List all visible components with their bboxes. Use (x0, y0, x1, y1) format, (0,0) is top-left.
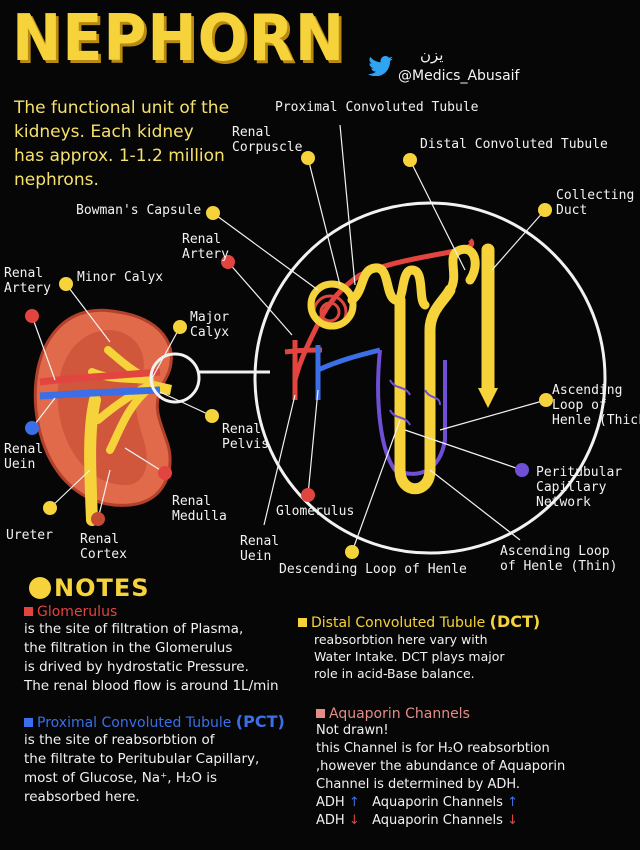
label-dots (25, 151, 553, 599)
label-renal-artery-left: Renal Artery (4, 266, 51, 296)
blue-square-icon (24, 718, 33, 727)
label-renal-pelvis: Renal Pelvis (222, 422, 269, 452)
note-aquaporin: Aquaporin Channels Not drawn! this Chann… (316, 706, 634, 830)
note-dct-title: Distal Convoluted Tubule (DCT) (298, 612, 628, 631)
label-minor-calyx: Minor Calyx (77, 270, 164, 285)
label-renal-vein-bottom: Renal Uein (240, 534, 280, 564)
author-handle: @Medics_Abusaif (398, 68, 520, 84)
twitter-bird-icon (368, 56, 393, 76)
intro-line-1: The functional unit of the (14, 98, 230, 118)
label-ascending-thick: Ascending Loop of Henle (Thick) (552, 383, 640, 428)
note-dct: Distal Convoluted Tubule (DCT) reabsorbt… (298, 612, 628, 682)
yellow-square-icon (298, 618, 307, 627)
intro-line-3: has approx. 1-1.2 million nephrons. (14, 146, 225, 190)
label-glomerulus: Glomerulus (276, 504, 355, 519)
label-peritubular: Peritubular Capillary Network (536, 465, 623, 510)
label-bowmans-capsule: Bowman's Capsule (76, 203, 202, 218)
page-title: NEPHORN (12, 2, 346, 76)
label-descending-loop: Descending Loop of Henle (279, 562, 467, 577)
note-dct-body: reabsorbtion here vary with Water Intake… (314, 632, 505, 681)
leader-lines (31, 124, 547, 553)
note-aquaporin-body: Not drawn! this Channel is for H₂O reabs… (316, 722, 634, 830)
label-renal-vein-left: Renal Uein (4, 442, 44, 472)
label-collecting-duct: Collecting Duct (556, 188, 635, 218)
note-glomerulus-title: Glomerulus (24, 604, 309, 620)
label-dct: Distal Convoluted Tubule (420, 137, 608, 152)
label-ureter: Ureter (6, 528, 53, 543)
note-pct-title: Proximal Convoluted Tubule (PCT) (24, 712, 314, 731)
label-renal-corpuscle: Renal Corpuscle (232, 125, 303, 155)
kidney-illustration (33, 308, 173, 526)
zoom-circle-small (149, 352, 201, 404)
zoom-circle-large (253, 201, 607, 555)
adh-row-down: ADH ↓ Aquaporin Channels ↓ (316, 813, 518, 828)
label-renal-cortex: Renal Cortex (80, 532, 127, 562)
arrow-down-icon: ↓ (507, 813, 518, 828)
note-glomerulus: Glomerulus is the site of filtration of … (24, 604, 309, 696)
notes-heading: NOTES (54, 574, 150, 602)
adh-row-up: ADH ↑ Aquaporin Channels ↑ (316, 795, 518, 810)
red-square-icon (24, 607, 33, 616)
note-pct-body: is the site of reabsorbtion of the filtr… (24, 732, 260, 805)
note-aquaporin-title: Aquaporin Channels (316, 706, 634, 722)
arrow-up-icon: ↑ (507, 795, 518, 810)
note-glomerulus-body: is the site of filtration of Plasma, the… (24, 621, 279, 694)
label-pct: Proximal Convoluted Tubule (275, 100, 479, 115)
pink-square-icon (316, 709, 325, 718)
label-major-calyx: Major Calyx (190, 310, 230, 340)
author-arabic-name: يزن (420, 46, 444, 64)
note-pct: Proximal Convoluted Tubule (PCT) is the … (24, 712, 314, 807)
label-renal-artery-top: Renal Artery (182, 232, 229, 262)
arrow-up-icon: ↑ (348, 795, 360, 810)
intro-text: The functional unit of the kidneys. Each… (14, 96, 264, 192)
label-renal-medulla: Renal Medulla (172, 494, 227, 524)
intro-line-2: kidneys. Each kidney (14, 122, 194, 142)
label-ascending-thin: Ascending Loop of Henle (Thin) (500, 544, 618, 574)
arrow-down-icon: ↓ (348, 813, 360, 828)
